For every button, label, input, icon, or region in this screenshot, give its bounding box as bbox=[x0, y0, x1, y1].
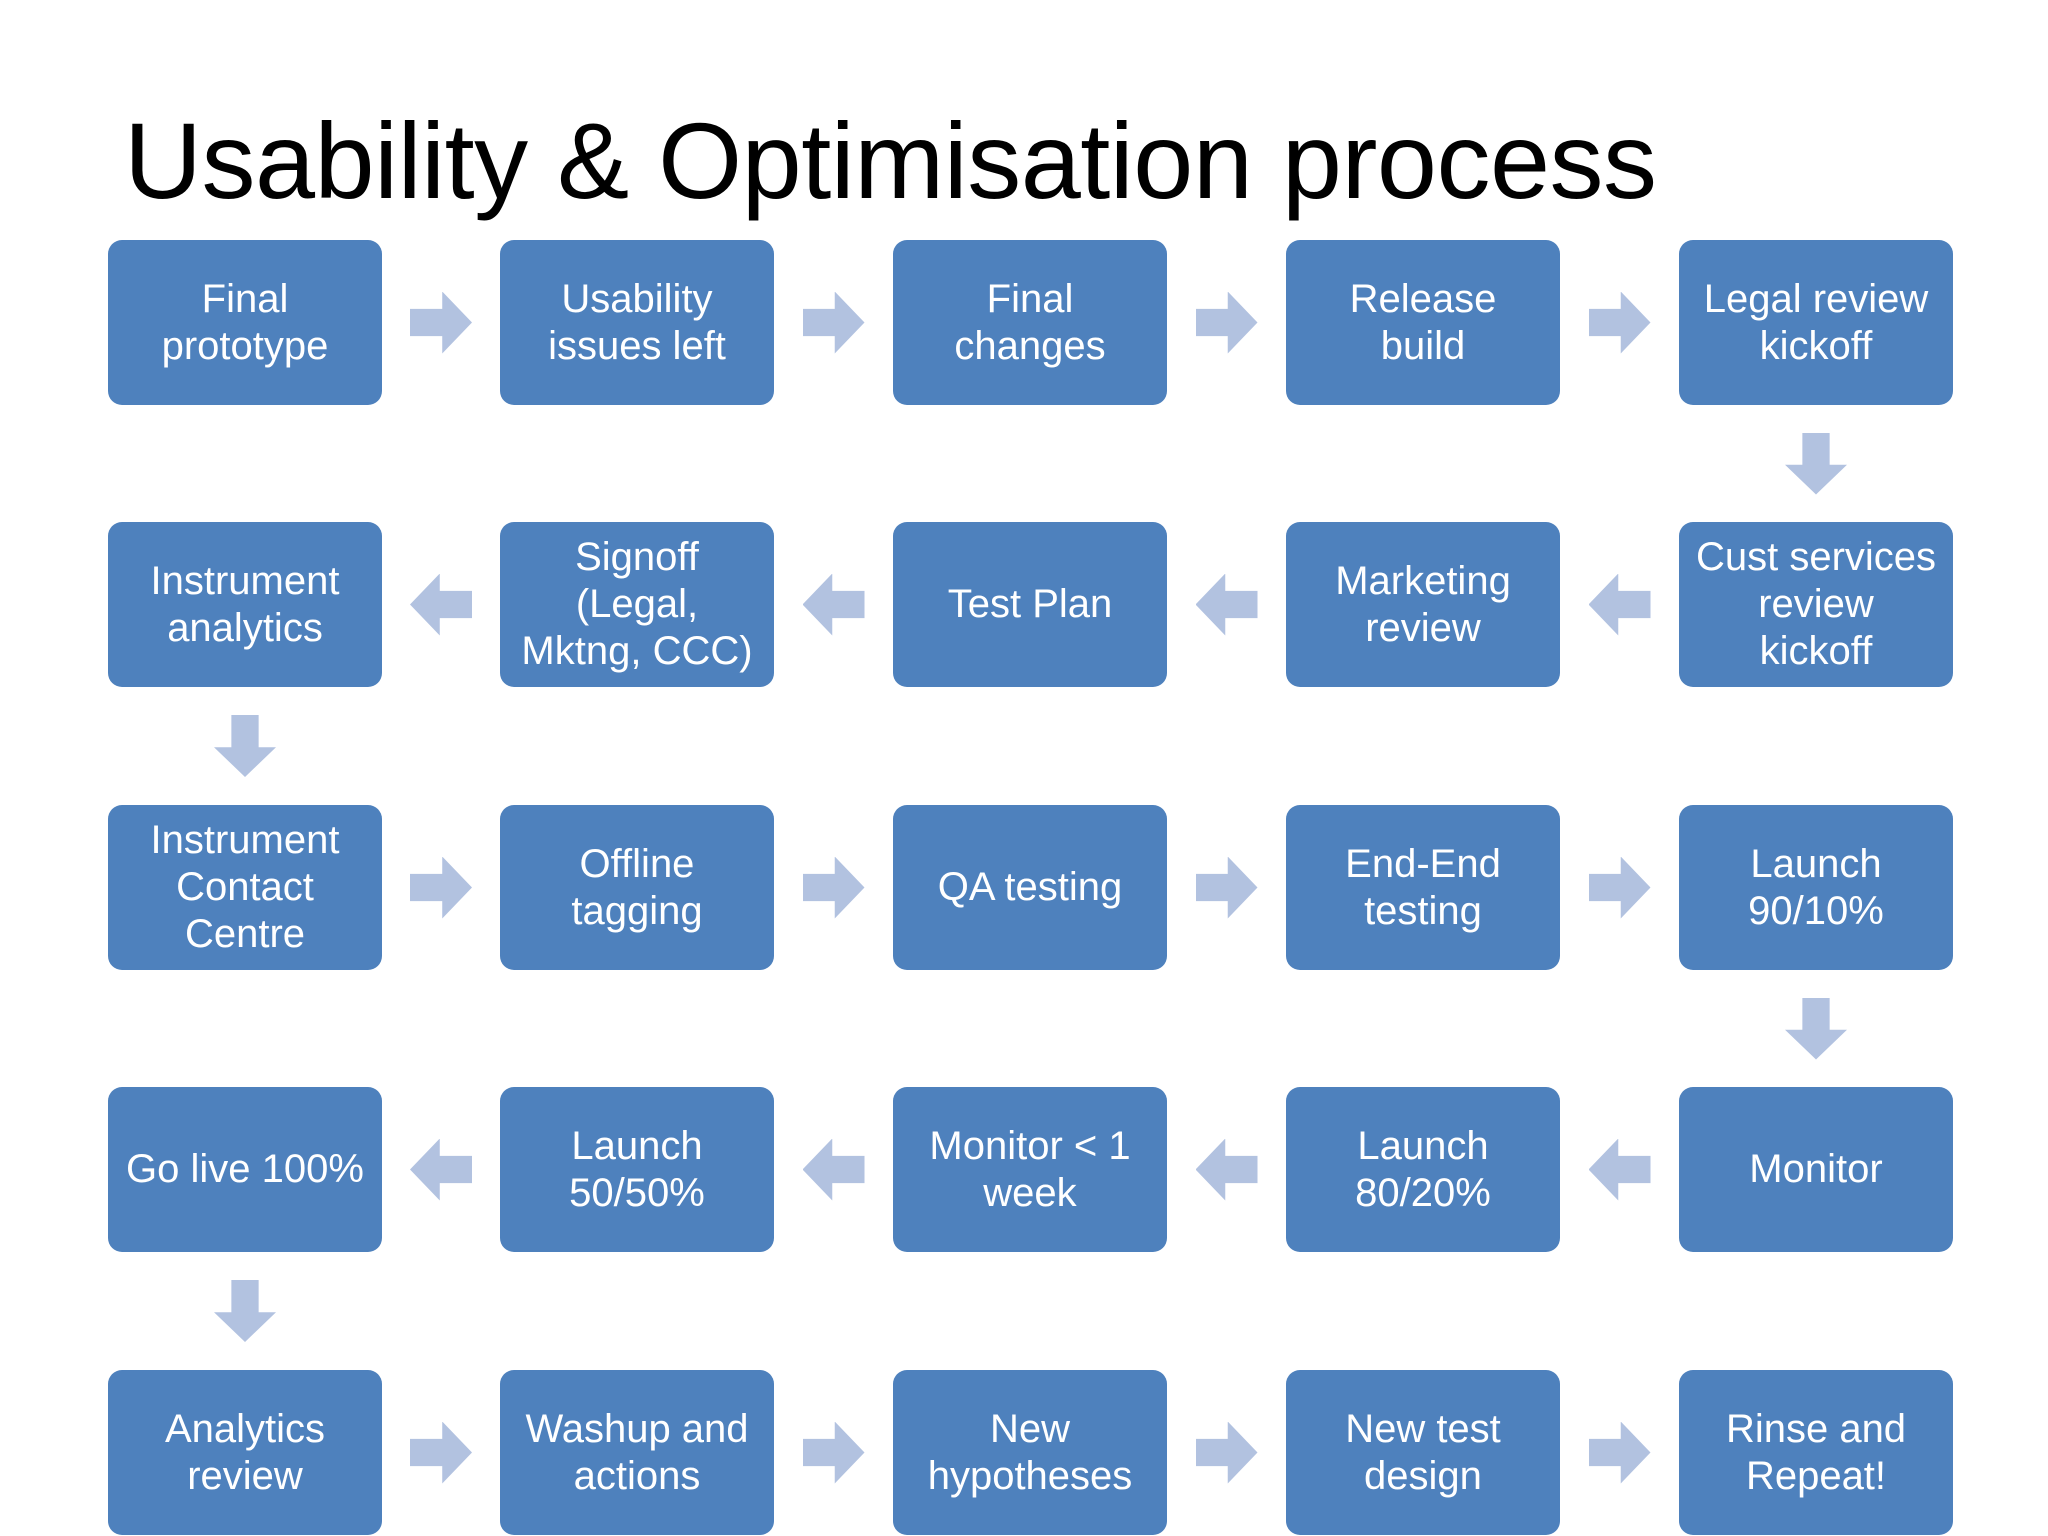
process-node[interactable]: Marketing review bbox=[1286, 522, 1560, 687]
process-node-label: Launch 80/20% bbox=[1355, 1123, 1491, 1215]
flow-arrow-right bbox=[410, 291, 472, 354]
flow-arrow-right bbox=[1195, 1421, 1258, 1484]
flow-arrow-right bbox=[1195, 291, 1258, 354]
process-node[interactable]: Launch 80/20% bbox=[1286, 1087, 1560, 1252]
flow-arrow-left bbox=[410, 573, 472, 636]
process-node[interactable]: QA testing bbox=[893, 805, 1167, 970]
process-node-label: Analytics review bbox=[164, 1406, 326, 1498]
process-node[interactable]: Analytics review bbox=[108, 1370, 382, 1535]
process-node-label: Final changes bbox=[954, 276, 1106, 368]
process-node[interactable]: Final prototype bbox=[108, 240, 382, 405]
flow-arrow-right bbox=[1195, 856, 1258, 919]
page-title: Usability & Optimisation process bbox=[124, 100, 1657, 222]
process-node[interactable]: Final changes bbox=[893, 240, 1167, 405]
process-node-label: Usability issues left bbox=[548, 276, 726, 368]
process-node-label: End-End testing bbox=[1345, 841, 1501, 933]
flow-arrow-left bbox=[1195, 573, 1258, 636]
flow-arrow-left bbox=[802, 573, 865, 636]
flow-arrow-left bbox=[1195, 1138, 1258, 1201]
process-node-label: Launch 50/50% bbox=[569, 1123, 705, 1215]
process-node-label: Launch 90/10% bbox=[1748, 841, 1884, 933]
flow-arrow-left bbox=[410, 1138, 472, 1201]
process-node-label: Washup and actions bbox=[525, 1406, 749, 1498]
flow-arrow-right bbox=[1588, 291, 1651, 354]
flow-arrow-right bbox=[1588, 856, 1651, 919]
process-node[interactable]: Usability issues left bbox=[500, 240, 774, 405]
process-node-label: QA testing bbox=[937, 865, 1123, 910]
process-node[interactable]: Monitor bbox=[1679, 1087, 1953, 1252]
process-node-label: Offline tagging bbox=[571, 841, 703, 933]
process-node[interactable]: Washup and actions bbox=[500, 1370, 774, 1535]
process-node-label: Instrument analytics bbox=[150, 558, 340, 650]
process-node[interactable]: Go live 100% bbox=[108, 1087, 382, 1252]
process-node[interactable]: Legal review kickoff bbox=[1679, 240, 1953, 405]
process-node[interactable]: Offline tagging bbox=[500, 805, 774, 970]
process-node-label: Marketing review bbox=[1335, 558, 1511, 650]
process-node-label: New hypotheses bbox=[927, 1406, 1133, 1498]
process-node[interactable]: Test Plan bbox=[893, 522, 1167, 687]
process-node[interactable]: Instrument analytics bbox=[108, 522, 382, 687]
process-node-label: Signoff (Legal, Mktng, CCC) bbox=[521, 535, 753, 673]
process-node-label: Final prototype bbox=[161, 276, 329, 368]
process-node-label: Legal review kickoff bbox=[1703, 276, 1929, 368]
flow-arrow-down bbox=[214, 715, 276, 777]
process-node[interactable]: Signoff (Legal, Mktng, CCC) bbox=[500, 522, 774, 687]
flow-arrow-down bbox=[1785, 997, 1847, 1060]
process-node-label: Test Plan bbox=[947, 582, 1113, 627]
process-node[interactable]: New test design bbox=[1286, 1370, 1560, 1535]
process-node-label: Monitor bbox=[1749, 1147, 1883, 1192]
process-node[interactable]: Launch 50/50% bbox=[500, 1087, 774, 1252]
process-node-label: New test design bbox=[1345, 1406, 1501, 1498]
flow-arrow-right bbox=[1588, 1421, 1651, 1484]
process-node-label: Release build bbox=[1349, 276, 1497, 368]
flow-arrow-left bbox=[1588, 1138, 1651, 1201]
process-node[interactable]: New hypotheses bbox=[893, 1370, 1167, 1535]
flow-arrow-down bbox=[214, 1280, 276, 1342]
flow-arrow-left bbox=[1588, 573, 1651, 636]
flow-arrow-right bbox=[802, 856, 865, 919]
process-node[interactable]: Release build bbox=[1286, 240, 1560, 405]
flow-arrow-left bbox=[802, 1138, 865, 1201]
process-node[interactable]: Cust services review kickoff bbox=[1679, 522, 1953, 687]
process-node-label: Instrument Contact Centre bbox=[150, 818, 340, 956]
process-node-label: Monitor < 1 week bbox=[929, 1123, 1131, 1215]
flow-arrow-right bbox=[410, 1421, 472, 1484]
process-node[interactable]: Instrument Contact Centre bbox=[108, 805, 382, 970]
process-node[interactable]: Monitor < 1 week bbox=[893, 1087, 1167, 1252]
process-node-label: Go live 100% bbox=[126, 1147, 364, 1192]
process-node-label: Cust services review kickoff bbox=[1695, 535, 1937, 673]
flow-arrow-right bbox=[802, 1421, 865, 1484]
flow-arrow-right bbox=[410, 856, 472, 919]
flow-arrow-right bbox=[802, 291, 865, 354]
flow-arrow-down bbox=[1785, 432, 1847, 495]
process-node[interactable]: Launch 90/10% bbox=[1679, 805, 1953, 970]
process-node[interactable]: End-End testing bbox=[1286, 805, 1560, 970]
process-node-label: Rinse and Repeat! bbox=[1725, 1406, 1907, 1498]
process-node[interactable]: Rinse and Repeat! bbox=[1679, 1370, 1953, 1535]
